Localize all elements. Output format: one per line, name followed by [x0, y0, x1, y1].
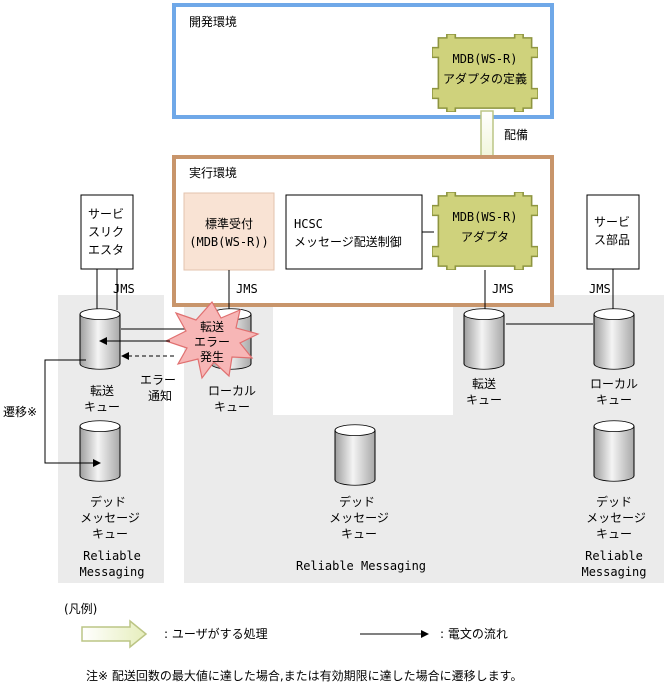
svg-text:サービ: サービ	[88, 207, 124, 221]
error-burst-line2: エラー	[194, 335, 230, 349]
jms-label-mid: JMS	[492, 282, 514, 296]
legend-message-flow-label: : 電文の流れ	[440, 626, 508, 641]
right-dead-queue-cylinder	[593, 420, 635, 482]
error-burst-line3: 発生	[200, 350, 224, 364]
error-notify-line1: エラー	[140, 373, 176, 387]
mdb-definition-badge: MDB(WS-R) アダプタの定義	[432, 34, 538, 112]
svg-text:HCSC: HCSC	[294, 217, 323, 231]
svg-text:スリク: スリク	[88, 225, 124, 239]
error-notify-line2: 通知	[148, 389, 172, 403]
transition-arrow	[44, 359, 101, 467]
right-rm-label-2: Messaging	[581, 565, 646, 579]
left-dead-queue-label: デッド	[90, 494, 126, 509]
jms-label-right: JMS	[589, 282, 611, 296]
hcsc-box: HCSC メッセージ配送制御	[285, 194, 423, 270]
svg-text:ス部品: ス部品	[594, 232, 630, 247]
svg-text:標準受付: 標準受付	[205, 216, 253, 231]
right-local-queue-cylinder	[593, 308, 635, 370]
center-dead-queue-label-3: キュー	[341, 527, 377, 541]
center-local-queue-label-2: キュー	[214, 400, 250, 414]
svg-text:MDB(WS-R): MDB(WS-R)	[452, 210, 517, 224]
svg-text:(MDB(WS-R)): (MDB(WS-R))	[189, 235, 268, 249]
svg-text:エスタ: エスタ	[88, 243, 124, 257]
error-burst-shape	[164, 300, 260, 380]
left-dead-queue-cylinder	[79, 420, 121, 482]
svg-text:メッセージ配送制御: メッセージ配送制御	[294, 234, 402, 249]
left-dead-queue-label-2: メッセージ	[80, 511, 140, 525]
svg-text:MDB(WS-R): MDB(WS-R)	[452, 52, 517, 66]
footnote: 注※ 配送回数の最大値に達した場合,または有効期限に達した場合に遷移します。	[86, 668, 523, 683]
standard-receipt-box: 標準受付 (MDB(WS-R))	[183, 192, 275, 271]
right-rm-label: Reliable	[585, 549, 643, 563]
svg-text:アダプタの定義: アダプタの定義	[443, 71, 527, 86]
transition-label: 遷移※	[3, 405, 37, 419]
right-dead-queue-label-2: メッセージ	[586, 511, 646, 525]
left-rm-label-2: Messaging	[79, 565, 144, 579]
mdb-adapter-badge: MDB(WS-R) アダプタ	[432, 192, 538, 270]
center-rm-label: Reliable Messaging	[296, 559, 426, 573]
error-burst-line1: 転送	[200, 319, 224, 334]
left-transfer-queue-label: 転送	[90, 383, 114, 398]
right-dead-queue-label: デッド	[596, 494, 632, 509]
svg-text:サービ: サービ	[594, 215, 630, 229]
dev-env-title: 開発環境	[189, 14, 237, 29]
left-dead-queue-label-3: キュー	[92, 527, 128, 541]
mid-transfer-queue-label-2: キュー	[466, 393, 502, 407]
right-dead-queue-label-3: キュー	[596, 527, 632, 541]
exec-env-title: 実行環境	[189, 165, 237, 180]
right-local-queue-label-2: キュー	[596, 393, 632, 407]
jms-label-center: JMS	[236, 282, 258, 296]
svg-text:アダプタ: アダプタ	[461, 229, 509, 244]
deploy-label: 配備	[504, 127, 528, 142]
mid-transfer-queue-label: 転送	[472, 376, 496, 391]
service-component-box: サービ ス部品	[586, 194, 640, 270]
legend-user-process-label: : ユーザがする処理	[164, 626, 268, 641]
center-dead-queue-cylinder	[334, 424, 376, 486]
service-requester-box: サービ スリク エスタ	[80, 194, 134, 270]
legend-title: (凡例)	[64, 602, 97, 616]
left-rm-label: Reliable	[83, 549, 141, 563]
center-group-notch	[273, 295, 453, 415]
center-dead-queue-label-2: メッセージ	[329, 511, 389, 525]
jms-label-left: JMS	[113, 282, 135, 296]
center-local-queue-label: ローカル	[208, 384, 256, 398]
right-local-queue-label: ローカル	[590, 377, 638, 391]
legend-user-process-arrow	[81, 619, 148, 649]
left-transfer-queue-label-2: キュー	[84, 400, 120, 414]
center-dead-queue-label: デッド	[339, 494, 375, 509]
mid-transfer-queue-cylinder	[463, 308, 505, 370]
